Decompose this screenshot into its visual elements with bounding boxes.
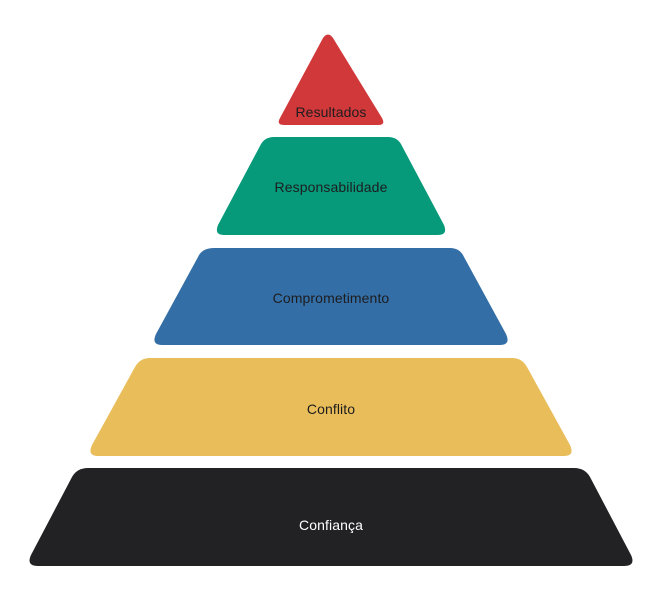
tier-shape-comprometimento [154,248,508,345]
tier-shape-resultados [278,34,384,125]
tier-conflito: Conflito [90,358,572,456]
tier-label-resultados: Resultados [295,104,366,120]
tier-label-responsabilidade: Responsabilidade [275,179,388,195]
tier-comprometimento: Comprometimento [154,248,508,345]
tier-shape-responsabilidade [216,137,446,235]
tier-shape-confianca [29,468,633,566]
tier-label-comprometimento: Comprometimento [273,290,390,306]
tier-responsabilidade: Responsabilidade [216,137,446,235]
tier-label-confianca: Confiança [299,517,363,533]
tier-resultados: Resultados [278,34,384,125]
tier-shape-conflito [90,358,572,456]
tier-label-conflito: Conflito [307,401,355,417]
tier-confianca: Confiança [29,468,633,566]
